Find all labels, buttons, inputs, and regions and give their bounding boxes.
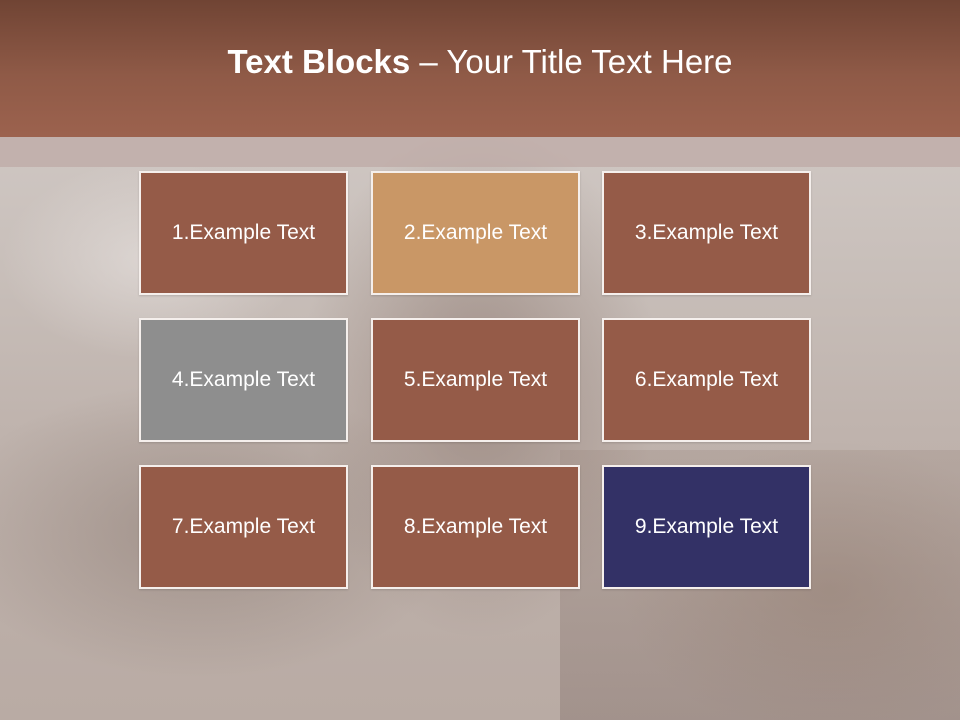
slide-title: Text Blocks – Your Title Text Here (227, 43, 732, 81)
text-block-2: 2.Example Text (371, 171, 580, 295)
text-block-9: 9.Example Text (602, 465, 811, 589)
text-block-1: 1.Example Text (139, 171, 348, 295)
title-bold: Text Blocks (227, 42, 411, 80)
text-block-6: 6.Example Text (602, 318, 811, 442)
text-block-7: 7.Example Text (139, 465, 348, 589)
text-block-3: 3.Example Text (602, 171, 811, 295)
text-block-5: 5.Example Text (371, 318, 580, 442)
title-bar: Text Blocks – Your Title Text Here (0, 0, 960, 137)
title-underline-strip (0, 137, 960, 167)
text-block-4: 4.Example Text (139, 318, 348, 442)
title-separator: – (410, 42, 447, 80)
text-block-8: 8.Example Text (371, 465, 580, 589)
title-rest: Your Title Text Here (446, 42, 733, 80)
